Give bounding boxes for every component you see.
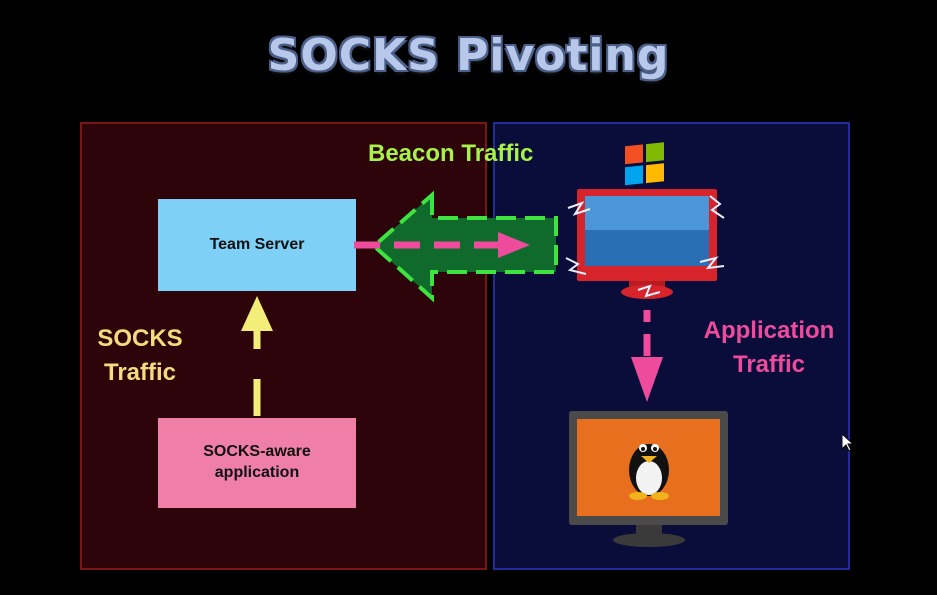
- linux-monitor-icon: [569, 411, 728, 547]
- beacon-pink-arrow: [354, 232, 530, 258]
- socks-traffic-arrow: [241, 296, 273, 416]
- slide-title: SOCKS Pivoting: [267, 30, 670, 81]
- team-server-label: Team Server: [209, 236, 305, 253]
- socks-aware-app-node: SOCKS-aware application: [158, 418, 356, 508]
- beacon-arrow: [370, 190, 558, 303]
- windows-monitor-icon: [565, 142, 725, 299]
- application-traffic-arrow: [631, 310, 663, 402]
- team-server-node: Team Server: [158, 199, 356, 291]
- beacon-traffic-label: Beacon Traffic: [368, 140, 534, 167]
- mouse-cursor-icon: [842, 434, 854, 452]
- socks-traffic-label: SOCKS Traffic: [97, 325, 183, 386]
- application-traffic-label: Application Traffic: [703, 317, 835, 378]
